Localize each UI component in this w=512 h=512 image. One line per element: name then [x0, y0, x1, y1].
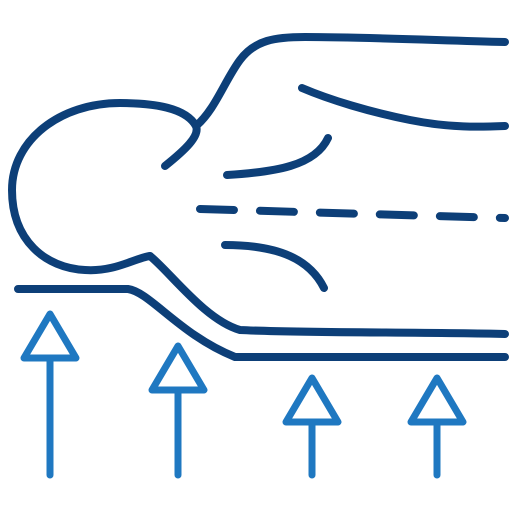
pillow-upper-contour — [146, 252, 509, 338]
lower-body-curve — [221, 241, 328, 292]
support-arrow-3 — [282, 374, 342, 479]
head-outline — [8, 99, 201, 275]
arm-outline — [298, 84, 509, 131]
spine-dashed-line — [196, 205, 509, 222]
mattress-line — [14, 285, 509, 361]
shoulder-outline — [192, 33, 509, 130]
support-arrow-1 — [20, 310, 80, 479]
chest-curve — [223, 134, 332, 179]
support-arrow-4 — [407, 374, 467, 479]
support-arrow-2 — [148, 342, 208, 479]
